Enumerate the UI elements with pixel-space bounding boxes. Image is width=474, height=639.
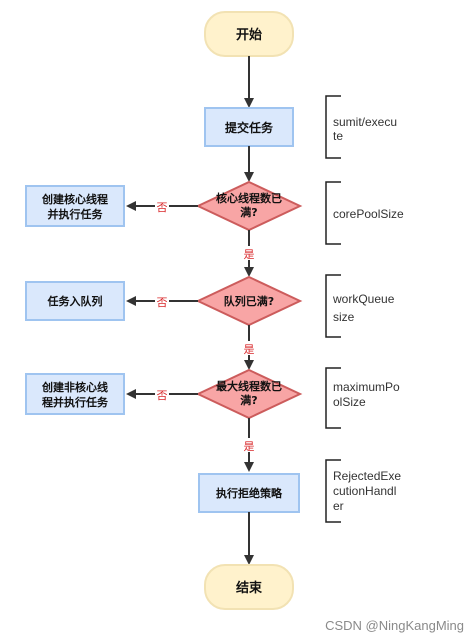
note-max-line1: maximumPo [333,380,400,394]
no-label-queue: 否 [157,296,168,309]
yes-label-queue: 是 [244,343,255,356]
note-max-line2: olSize [333,395,366,409]
end-label: 结束 [236,580,263,596]
create-core-line2: 并执行任务 [48,207,104,221]
yes-label-max: 是 [244,440,255,453]
create-noncore-thread-node: 创建非核心线 程并执行任务 [25,373,125,415]
note-core-line1: corePoolSize [333,207,404,221]
max-decision-line2: 满? [240,393,257,407]
max-threads-full-decision: 最大线程数已 满? [195,368,303,420]
reject-policy-node: 执行拒绝策略 [198,473,300,513]
core-decision-line2: 满? [240,205,257,219]
note-queue: workQueue size [325,274,395,338]
core-decision-line1: 核心线程数已 [216,191,282,205]
end-node: 结束 [204,564,294,610]
max-decision-line1: 最大线程数已 [216,379,282,393]
note-submit-line2: te [333,129,343,143]
start-label: 开始 [236,27,262,43]
create-noncore-line1: 创建非核心线 [41,380,108,394]
reject-label: 执行拒绝策略 [216,486,283,500]
note-queue-line1: workQueue [332,292,395,306]
queue-decision-label: 队列已满? [224,294,274,308]
yes-label-bg-3 [242,438,256,452]
note-reject-line1: RejectedExe [333,469,401,483]
note-max: maximumPo olSize [325,367,400,429]
note-reject-line2: cutionHandl [333,484,396,498]
create-noncore-line2: 程并执行任务 [42,395,109,409]
no-label-bg-2 [155,294,169,308]
no-label-max: 否 [157,389,168,402]
enqueue-label: 任务入队列 [47,294,103,308]
note-submit: sumit/execu te [325,95,397,159]
submit-task-label: 提交任务 [225,120,274,135]
queue-full-decision: 队列已满? [195,275,303,327]
no-label-bg-1 [155,199,169,213]
note-core: corePoolSize [325,181,404,245]
yes-label-core: 是 [244,248,255,261]
no-label-core: 否 [157,201,168,214]
note-reject-line3: er [333,499,344,513]
enqueue-task-node: 任务入队列 [25,281,125,321]
yes-label-bg-2 [242,341,256,355]
note-reject: RejectedExe cutionHandl er [325,459,401,523]
no-label-bg-3 [155,387,169,401]
submit-task-node: 提交任务 [204,107,294,147]
note-submit-line1: sumit/execu [333,115,397,129]
create-core-thread-node: 创建核心线程 并执行任务 [25,185,125,227]
core-threads-full-decision: 核心线程数已 满? [195,180,303,232]
create-core-line1: 创建核心线程 [41,192,108,206]
csdn-watermark: CSDN @NingKangMing [325,618,464,633]
yes-label-bg-1 [242,246,256,260]
note-queue-line2: size [333,310,355,324]
start-node: 开始 [204,11,294,57]
